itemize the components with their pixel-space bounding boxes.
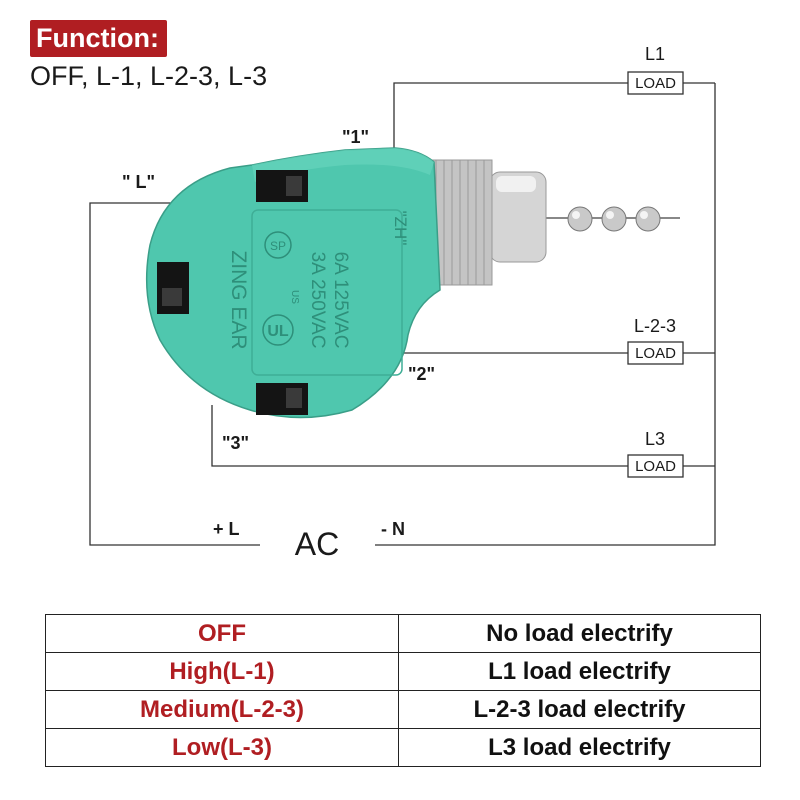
table-row: OFF No load electrify [45, 614, 761, 653]
ac-label: AC [295, 526, 339, 562]
table-row: Medium(L-2-3) L-2-3 load electrify [45, 690, 761, 729]
load-box-L23: LOAD [627, 341, 684, 365]
switch-rating-1: 3A 250VAC [307, 252, 328, 349]
wire-terminal-1-to-L1 [393, 82, 628, 160]
switch-rating-2: 6A 125VAC [330, 252, 351, 349]
result-cell: L1 load electrify [398, 652, 761, 691]
ul-mark-icon: UL [262, 314, 294, 346]
pull-chain-switch: ZING EAR 3A 250VAC 6A 125VAC SP UL US "Z… [145, 147, 680, 419]
ul-us-mark: US [289, 290, 300, 304]
load-box-text: LOAD [635, 458, 676, 475]
cert-mark-text: SP [270, 239, 286, 253]
switch-brand: ZING EAR [227, 250, 250, 349]
wire-terminal-L-to-AC [89, 202, 260, 546]
result-cell: L3 load electrify [398, 728, 761, 767]
terminal-L-label: " L" [122, 172, 155, 192]
mode-cell: Medium(L-2-3) [45, 690, 399, 729]
mode-cell: High(L-1) [45, 652, 399, 691]
load-L3-label: L3 [645, 429, 665, 449]
wire-neutral-return [375, 83, 716, 546]
switch-side-mark: "ZH" [391, 211, 410, 246]
pull-chain [545, 206, 680, 232]
function-badge: Function: [30, 20, 167, 57]
mode-cell: Low(L-3) [45, 728, 399, 767]
switch-label-plate [251, 209, 403, 376]
cert-mark-icon [264, 231, 292, 259]
function-table: OFF No load electrify High(L-1) L1 load … [45, 614, 761, 767]
load-L23-label: L-2-3 [634, 316, 676, 336]
load-L1-label: L1 [645, 44, 665, 64]
wiring-diagram: LOAD LOAD LOAD L1 L-2-3 L3 "1" " L" "2" … [89, 44, 716, 562]
load-box-text: LOAD [635, 75, 676, 92]
terminal-3-label: "3" [222, 433, 249, 453]
mode-cell: OFF [45, 614, 399, 653]
load-box-L1: LOAD [627, 71, 684, 95]
result-cell: No load electrify [398, 614, 761, 653]
table-row: High(L-1) L1 load electrify [45, 652, 761, 691]
function-values: OFF, L-1, L-2-3, L-3 [30, 61, 268, 91]
svg-text:UL: UL [267, 323, 289, 340]
table-row: Low(L-3) L3 load electrify [45, 728, 761, 767]
result-cell: L-2-3 load electrify [398, 690, 761, 729]
ac-minus-label: - N [381, 519, 405, 539]
ac-plus-label: + L [213, 519, 240, 539]
wires [89, 82, 716, 546]
load-box-text: LOAD [635, 345, 676, 362]
load-box-L3: LOAD [627, 454, 684, 478]
wire-terminal-3-to-L3 [211, 405, 628, 467]
terminal-1-label: "1" [342, 127, 369, 147]
terminal-2-label: "2" [408, 364, 435, 384]
